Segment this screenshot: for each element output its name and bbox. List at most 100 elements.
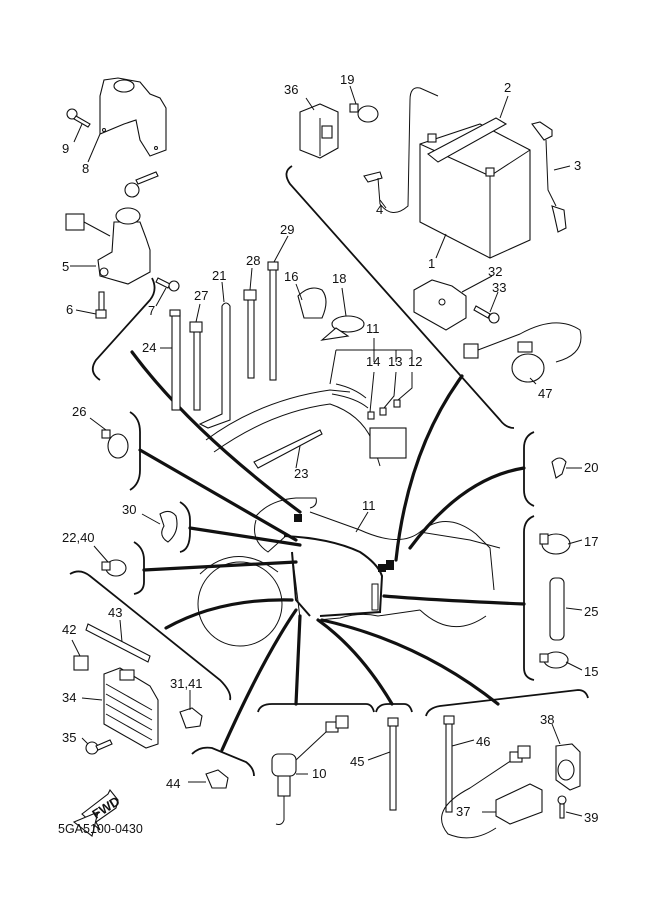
callout-33[interactable]: 33 (492, 280, 506, 295)
callout-43[interactable]: 43 (108, 605, 122, 620)
callout-38[interactable]: 38 (540, 712, 554, 727)
part-22-40-clamp (101, 559, 127, 577)
callout-11-vehicle[interactable]: 11 (362, 498, 376, 513)
part-1-battery (419, 123, 531, 259)
part-19-clamp (349, 103, 379, 123)
callout-25[interactable]: 25 (584, 604, 598, 619)
fwd-label: FWD (89, 793, 122, 821)
callout-20[interactable]: 20 (584, 460, 598, 475)
callout-36[interactable]: 36 (284, 82, 298, 97)
part-47-switch (463, 322, 582, 383)
callout-44[interactable]: 44 (166, 776, 180, 791)
part-28-band (243, 289, 257, 379)
fwd-arrow-icon: FWD (72, 788, 122, 837)
callout-32[interactable]: 32 (488, 264, 502, 279)
callout-14[interactable]: 14 (366, 354, 380, 369)
diagram-code: 5GA5100-0430 (58, 822, 143, 836)
callout-23[interactable]: 23 (294, 466, 308, 481)
part-6-bolt (95, 291, 107, 319)
bracket-17-25-15 (523, 515, 535, 681)
callout-24[interactable]: 24 (142, 340, 156, 355)
callout-46[interactable]: 46 (476, 734, 490, 749)
bracket-22-40 (133, 541, 145, 595)
callout-13[interactable]: 13 (388, 354, 402, 369)
part-20-clip (551, 457, 567, 479)
part-29-band (267, 261, 279, 381)
bracket-45 (375, 703, 413, 713)
part-12-14-fuses (367, 399, 401, 420)
headlight-cowl (254, 519, 289, 553)
part-25-holder (549, 577, 565, 641)
callout-47[interactable]: 47 (538, 386, 552, 401)
harness-routing (283, 514, 394, 617)
callout-2[interactable]: 2 (504, 80, 511, 95)
callout-8[interactable]: 8 (82, 161, 89, 176)
part-17-clamp (539, 533, 571, 555)
callout-3[interactable]: 3 (574, 158, 581, 173)
part-43-band (85, 623, 151, 663)
callout-7[interactable]: 7 (148, 303, 155, 318)
callout-19[interactable]: 19 (340, 72, 354, 87)
callout-42[interactable]: 42 (62, 622, 76, 637)
callout-45[interactable]: 45 (350, 754, 364, 769)
part-11-wire-harness (205, 383, 407, 467)
callout-labels: 9 8 5 6 7 36 19 2 3 4 1 32 33 47 24 27 2… (62, 72, 598, 825)
callout-31-41[interactable]: 31,41 (170, 676, 203, 691)
callout-30[interactable]: 30 (122, 502, 136, 517)
rear-fender (419, 521, 495, 591)
callout-28[interactable]: 28 (246, 253, 260, 268)
part-42-holder (73, 655, 89, 671)
bracket-sensor (425, 689, 589, 717)
leader-22-40 (142, 560, 298, 572)
part-30-clamp (159, 510, 178, 543)
bracket-regulator (69, 570, 232, 701)
part-31-41-holder (179, 707, 203, 729)
part-9-bolt (66, 108, 91, 128)
callout-10[interactable]: 10 (312, 766, 326, 781)
bracket-30 (179, 501, 191, 553)
frame-bottom (317, 609, 421, 621)
part-36-relay (299, 103, 339, 159)
callout-37[interactable]: 37 (456, 804, 470, 819)
bracket-44 (191, 746, 255, 777)
callout-18[interactable]: 18 (332, 271, 346, 286)
part-27-band (189, 321, 203, 411)
part-23-band (253, 429, 323, 469)
callout-29[interactable]: 29 (280, 222, 294, 237)
callout-34[interactable]: 34 (62, 690, 76, 705)
callout-16[interactable]: 16 (284, 269, 298, 284)
callout-11-top[interactable]: 11 (366, 321, 380, 336)
callout-4[interactable]: 4 (376, 202, 383, 217)
vehicle-leaders (130, 350, 526, 752)
callout-12[interactable]: 12 (408, 354, 422, 369)
callout-15[interactable]: 15 (584, 664, 598, 679)
callout-5[interactable]: 5 (62, 259, 69, 274)
callout-1[interactable]: 1 (428, 256, 435, 271)
leader-regulator (164, 598, 294, 630)
handlebar (255, 497, 317, 517)
leader-harness-fuses (394, 374, 464, 562)
callout-27[interactable]: 27 (194, 288, 208, 303)
callout-22-40[interactable]: 22,40 (62, 530, 95, 545)
callout-26[interactable]: 26 (72, 404, 86, 419)
callout-35[interactable]: 35 (62, 730, 76, 745)
leader-30 (188, 526, 302, 547)
part-46-band (443, 715, 455, 813)
callout-39[interactable]: 39 (584, 810, 598, 825)
leader-44 (220, 608, 298, 752)
leader-25 (382, 594, 526, 606)
part-39-screw (557, 795, 567, 819)
part-16-clamp (297, 287, 327, 319)
callout-21[interactable]: 21 (212, 268, 226, 283)
callout-6[interactable]: 6 (66, 302, 73, 317)
leader-45 (316, 618, 394, 706)
leader-sensor (320, 618, 500, 706)
callout-9[interactable]: 9 (62, 141, 69, 156)
part-5-main-switch (65, 171, 159, 285)
part-32-starter-relay (413, 279, 467, 331)
bracket-battery (285, 165, 515, 429)
rear-wheel (419, 609, 487, 628)
callout-17[interactable]: 17 (584, 534, 598, 549)
